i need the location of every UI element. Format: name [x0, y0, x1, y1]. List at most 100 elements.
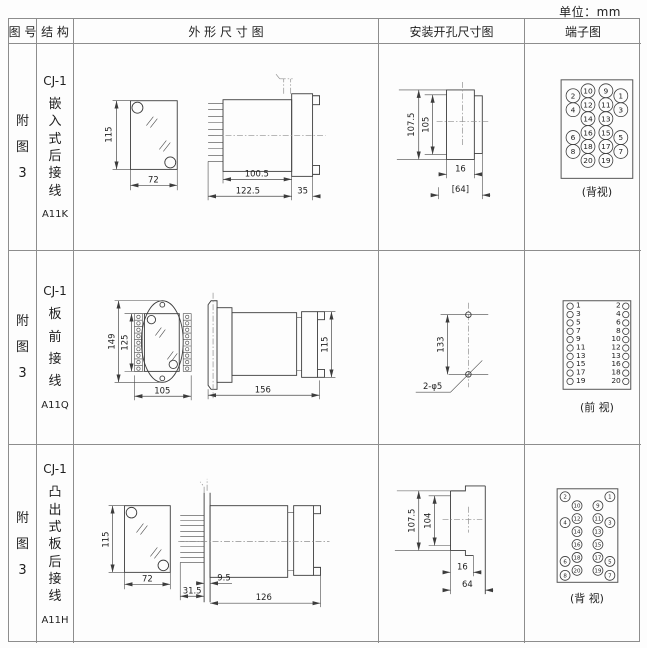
terminal-number: 11 — [576, 342, 586, 351]
terminal-number: 6 — [616, 317, 621, 326]
terminal-number: 7 — [608, 573, 612, 579]
dim-front-height: 149 — [107, 333, 117, 349]
dim-plate-thickness: 9.5 — [217, 572, 230, 582]
terminal-number: 3 — [576, 309, 581, 318]
char: 图 — [15, 139, 29, 155]
plate-clip — [199, 478, 208, 493]
terminal-number: 17 — [601, 142, 611, 151]
terminal-number: 18 — [583, 142, 593, 151]
dim-front-width: 72 — [142, 573, 153, 583]
terminal-circle — [571, 552, 583, 563]
terminal-circle — [604, 569, 616, 581]
char: 3 — [18, 165, 27, 181]
header-outline-dims: 外 形 尺 寸 图 — [74, 19, 379, 44]
dim-front-height: 115 — [104, 127, 114, 143]
terminal-number: 13 — [576, 351, 586, 360]
terminal-circle — [565, 102, 581, 118]
char: 附 — [15, 510, 29, 526]
dim-notch-width: 16 — [455, 163, 466, 173]
front-view: 149 125 105 — [107, 300, 192, 401]
terminal-pins — [208, 103, 224, 162]
outline-drawing-a11h: 115 72 9.5 — [74, 445, 379, 643]
terminal-number: 2 — [563, 495, 566, 501]
terminal-number: 18 — [611, 368, 621, 377]
terminal-number: 6 — [571, 133, 576, 142]
terminal-number: 1 — [576, 301, 581, 310]
install-svg-a11h: 107.5 104 16 64 — [394, 485, 494, 595]
terminal-circle — [571, 539, 583, 550]
terminal-circle — [559, 517, 571, 528]
terminal-screw — [566, 352, 574, 360]
terminal-circle — [571, 513, 583, 525]
dim-front-width: 72 — [148, 174, 159, 184]
terminal-screw — [622, 377, 630, 386]
dim-pin-length: 31.5 — [183, 585, 202, 595]
terminal-screw — [566, 310, 574, 319]
terminal-number: 20 — [574, 568, 581, 574]
char: 线 — [48, 374, 62, 390]
char: 图 — [15, 536, 29, 552]
structure-name: 凸出式板后接线 — [48, 486, 61, 604]
side-view: 9.5 31.5 126 — [178, 478, 330, 608]
terminal-number: 3 — [608, 521, 612, 527]
terminal-number: 5 — [576, 317, 581, 326]
terminal-circle — [571, 526, 583, 537]
char: 接 — [48, 571, 62, 587]
terminal-number: 17 — [594, 555, 601, 561]
header-terminal: 端子图 — [525, 19, 641, 44]
structure-a11h: CJ-1 凸出式板后接线 A11H — [37, 445, 74, 643]
terminal-number: 11 — [601, 100, 611, 109]
terminal-number: 5 — [618, 133, 623, 142]
terminal-number: 18 — [574, 555, 581, 561]
install-drawing-a11h: 107.5 104 16 64 — [379, 445, 525, 643]
terminal-number: 20 — [583, 156, 593, 165]
outline-drawing-a11q: 149 125 105 — [74, 251, 379, 445]
dim-holes: 2-φ5 — [423, 381, 442, 391]
terminal-number: 2 — [616, 301, 621, 310]
char: 出 — [48, 502, 62, 518]
terminal-block-outline — [556, 488, 619, 583]
side-view: 100.5 122.5 35 — [207, 73, 326, 201]
view-label: (前 视) — [580, 400, 614, 414]
install-drawing-a11k: 107.5 105 16 [64] — [379, 44, 525, 251]
panel-cutout — [446, 89, 483, 160]
panel-tabs — [313, 505, 321, 576]
front-view: 115 72 — [101, 505, 171, 590]
install-svg-a11k: 107.5 105 16 [64] — [396, 81, 491, 200]
panel-cutout — [450, 485, 486, 595]
terminal-number: 13 — [594, 530, 601, 536]
terminal-number: 4 — [571, 105, 576, 114]
terminal-circle — [592, 564, 604, 576]
terminal-number: 9 — [604, 86, 609, 95]
structure-code: A11K — [41, 208, 69, 220]
dim-panel-thickness: 35 — [297, 185, 308, 195]
terminal-circle — [559, 569, 571, 581]
structure-model: CJ-1 — [43, 284, 67, 299]
dim-overall-width: [64] — [452, 184, 469, 194]
terminal-screw — [566, 336, 574, 344]
terminal-circle — [592, 500, 604, 512]
terminal-screw — [622, 336, 630, 344]
terminal-screw — [622, 369, 630, 377]
terminal-number: 7 — [576, 326, 581, 335]
mounting-hole — [465, 371, 472, 378]
structure-model: CJ-1 — [43, 74, 67, 89]
dim-outer-height: 107.5 — [407, 509, 417, 533]
dim-overall-depth: 126 — [256, 592, 272, 602]
terminal-circle — [592, 513, 604, 525]
structure-model: CJ-1 — [43, 462, 67, 477]
terminal-screw — [566, 369, 574, 377]
char: 接 — [48, 166, 62, 182]
terminal-screw — [622, 327, 630, 335]
terminal-block-outline — [562, 300, 632, 390]
terminal-number: 12 — [611, 342, 620, 351]
dim-inner-height: 104 — [423, 513, 433, 529]
char: 凸 — [48, 485, 62, 501]
terminal-number: 16 — [583, 128, 593, 137]
terminal-number: 16 — [611, 359, 621, 368]
terminal-number: 8 — [571, 147, 576, 156]
